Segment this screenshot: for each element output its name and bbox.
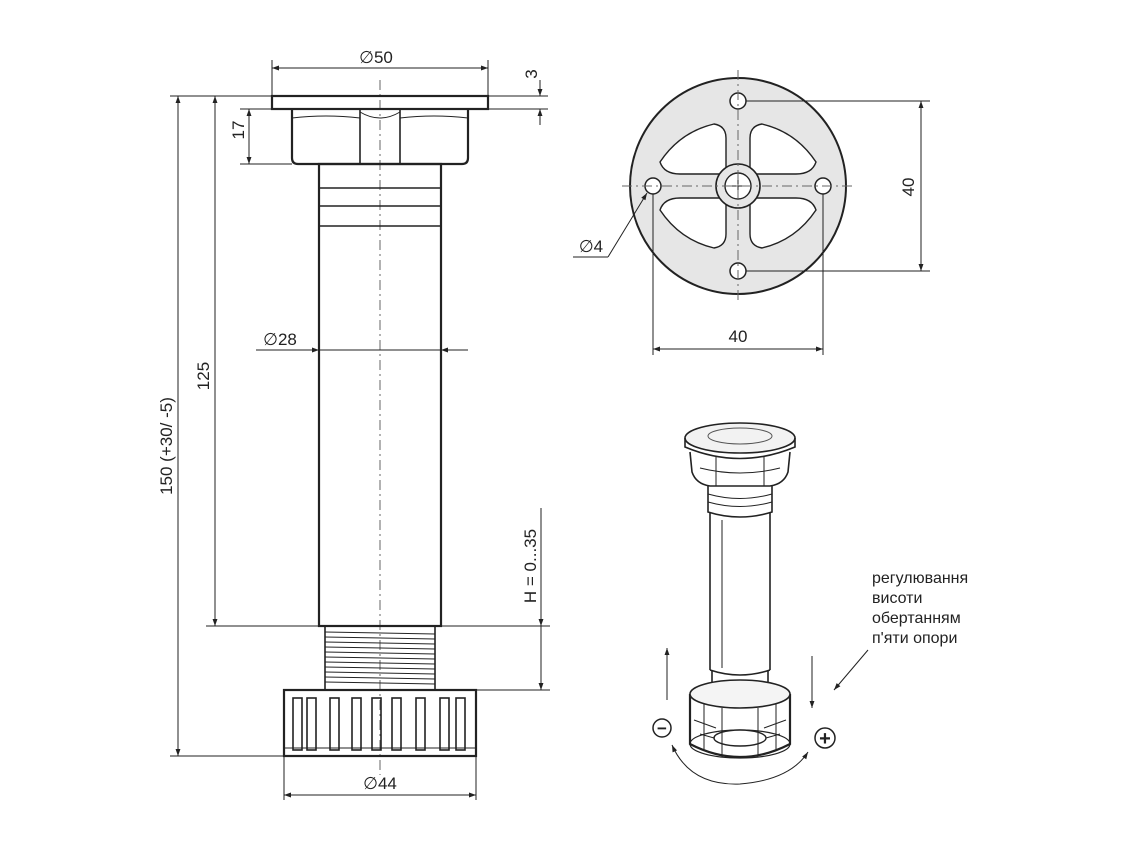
foot-slot [329,697,340,751]
foot-slot [439,697,450,751]
dim-collar-height-label: 17 [229,121,248,140]
dim-foot-diameter: ∅44 [283,756,477,800]
dim-top-diameter: ∅50 [271,48,489,96]
dim-hole-spacing-vertical: 40 [746,100,930,272]
note-line-4: п'яти опори [872,630,957,647]
plus-label: + [819,728,831,750]
foot-slot [371,697,382,751]
dim-top-thickness: 3 [488,69,548,125]
dim-tube-length-label: 125 [194,362,213,390]
top-plate [270,94,490,111]
minus-label: − [657,719,667,738]
rotation-arc-arrow [671,744,809,785]
thread-line [324,636,436,640]
foot-slot [351,697,362,751]
foot [282,688,478,758]
thread-line [324,641,436,645]
dim-height-adjust-label: H = 0...35 [521,529,540,603]
perspective-foot [688,679,792,759]
dim-top-thickness-label: 3 [522,69,541,78]
perspective-view: − + регулювання висоти обертанням п'яти … [652,422,968,785]
dim-total-height-label: 150 (+30/ -5) [157,397,176,495]
dim-hole-diameter: ∅4 [573,192,648,258]
thread-line [324,681,436,685]
plus-icon [814,727,836,749]
thread-line [324,666,436,670]
dim-top-diameter-label: ∅50 [359,48,393,67]
foot-slot [455,697,466,751]
foot-slot [391,697,402,751]
note-line-2: висоти [872,590,922,607]
dim-tube-diameter-label: ∅28 [263,330,297,349]
note-leader-arrow [833,649,869,691]
top-view: ∅4 40 40 [573,70,930,355]
minus-icon [652,718,672,738]
dim-tube-length: 125 [194,95,319,627]
thread-line [324,646,436,650]
foot-slot [415,697,426,751]
thread-line [324,671,436,675]
dim-tube-diameter: ∅28 [256,330,468,353]
foot-slot [292,697,303,751]
note-line-3: обертанням [872,610,961,627]
side-view: ∅50 3 17 125 150 (+30 [157,48,550,800]
foot-slot [306,697,317,751]
dim-total-height: 150 (+30/ -5) [157,95,284,757]
dim-hole-diameter-label: ∅4 [579,237,603,256]
dim-hole-spacing-horizontal: 40 [652,194,824,355]
thread-line [324,661,436,665]
dim-foot-diameter-label: ∅44 [363,774,397,793]
dim-collar-height: 17 [229,108,292,165]
dim-height-adjust: H = 0...35 [441,508,550,691]
plate-cutouts [659,123,817,249]
note-line-1: регулювання [872,570,968,587]
thread-line [324,676,436,680]
dim-hole-spacing-vertical-label: 40 [899,178,918,197]
thread-line [324,656,436,660]
adjust-note: регулювання висоти обертанням п'яти опор… [833,570,968,691]
rotation-indicator: − + [652,648,836,785]
thread-line [324,651,436,655]
thread-line [324,631,436,635]
dim-hole-spacing-horizontal-label: 40 [729,327,748,346]
